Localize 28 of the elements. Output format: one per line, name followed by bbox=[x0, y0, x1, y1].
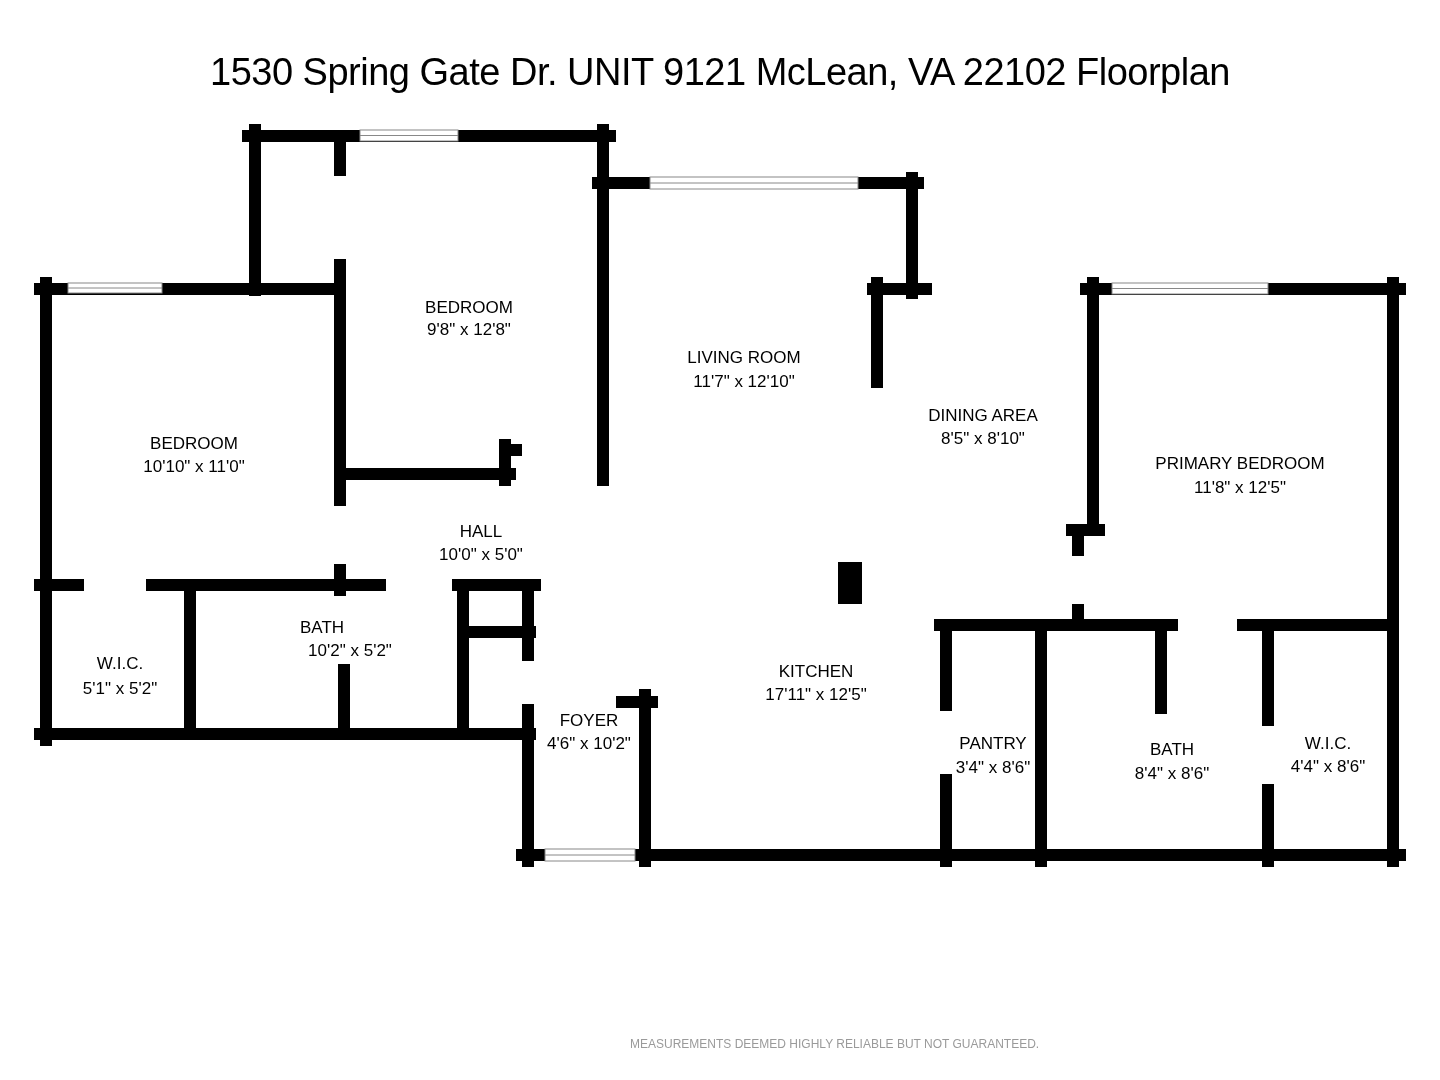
room-dimension: 4'4" x 8'6" bbox=[1290, 757, 1366, 775]
room-dimension: 11'7" x 12'10" bbox=[693, 372, 795, 390]
room-name: BATH bbox=[299, 618, 345, 636]
room-dimension: 4'6" x 10'2" bbox=[547, 734, 631, 752]
room-name: KITCHEN bbox=[778, 662, 854, 680]
room-dimension: 10'10" x 11'0" bbox=[143, 457, 245, 475]
room-name: DINING AREA bbox=[928, 406, 1038, 424]
room-name: PRIMARY BEDROOM bbox=[1155, 454, 1325, 472]
room-name: BEDROOM bbox=[425, 298, 513, 316]
room-dimension: 3'4" x 8'6" bbox=[955, 758, 1031, 776]
room-dimension: 8'5" x 8'10" bbox=[941, 429, 1025, 447]
room-dimension: 17'11" x 12'5" bbox=[765, 685, 867, 703]
room-dimension: 10'0" x 5'0" bbox=[439, 545, 523, 563]
room-dimension: 8'4" x 8'6" bbox=[1134, 764, 1210, 782]
room-name: FOYER bbox=[559, 711, 619, 729]
room-name: HALL bbox=[459, 522, 503, 540]
room-name: W.I.C. bbox=[96, 654, 144, 672]
floorplan-title: 1530 Spring Gate Dr. UNIT 9121 McLean, VA 22102 Floorplan bbox=[209, 50, 1231, 95]
room-name: W.I.C. bbox=[1304, 734, 1352, 752]
room-name: BATH bbox=[1149, 740, 1195, 758]
disclaimer-note: MEASUREMENTS DEEMED HIGHLY RELIABLE BUT NOT GUARANTEED. bbox=[630, 1036, 1040, 1053]
room-dimension: 9'8" x 12'8" bbox=[427, 320, 511, 338]
room-dimension: 11'8" x 12'5" bbox=[1194, 478, 1286, 496]
room-name: LIVING ROOM bbox=[687, 348, 801, 366]
room-dimension: 5'1" x 5'2" bbox=[82, 679, 158, 697]
room-name: BEDROOM bbox=[150, 434, 238, 452]
room-dimension: 10'2" x 5'2" bbox=[308, 641, 392, 659]
room-name: PANTRY bbox=[959, 734, 1027, 752]
